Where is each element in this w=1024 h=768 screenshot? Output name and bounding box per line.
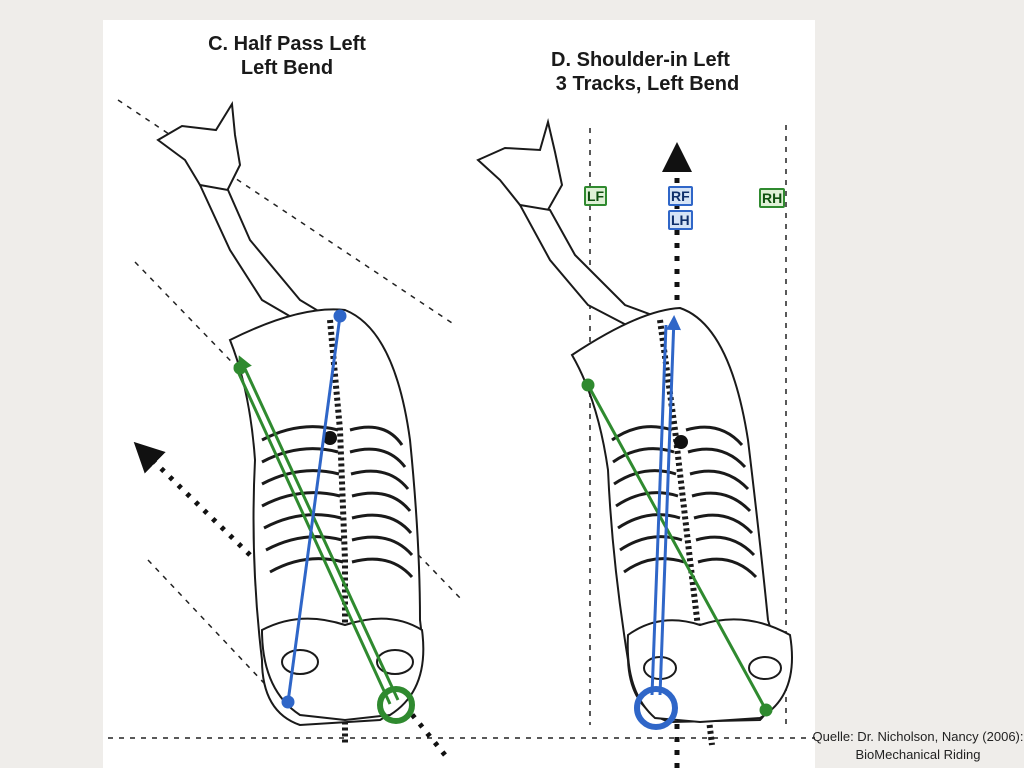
source-caption: Quelle: Dr. Nicholson, Nancy (2006): Bio…	[812, 729, 1024, 762]
label-rh: RH	[759, 188, 786, 208]
panel-d-center-of-mass	[674, 435, 688, 449]
label-lh: LH	[668, 210, 693, 230]
panel-c-center-of-mass	[323, 431, 337, 445]
panel-d-blue-diagonal	[634, 315, 682, 730]
panel-c-title-line1: C. Half Pass Left	[208, 33, 366, 55]
label-lf: LF	[584, 186, 608, 206]
label-rf: RF	[668, 186, 693, 206]
panel-c-blue-diagonal	[281, 309, 347, 709]
panel-c-title-line2: Left Bend	[240, 57, 334, 79]
panel-d-title: D. Shoulder-in Left 3 Tracks, Left Bend	[518, 48, 763, 96]
panel-c-movement-arrow	[133, 441, 447, 757]
panel-c-title: C. Half Pass Left Left Bend	[182, 32, 392, 80]
panel-d-title-line1: D. Shoulder-in Left	[551, 49, 730, 71]
panel-d-title-line2: 3 Tracks, Left Bend	[555, 73, 740, 95]
panel-c-green-diagonal	[233, 355, 415, 724]
panel-d-guides	[589, 125, 787, 725]
panel-c-ribs	[261, 425, 414, 579]
panel-d-green-diagonal	[581, 378, 773, 717]
